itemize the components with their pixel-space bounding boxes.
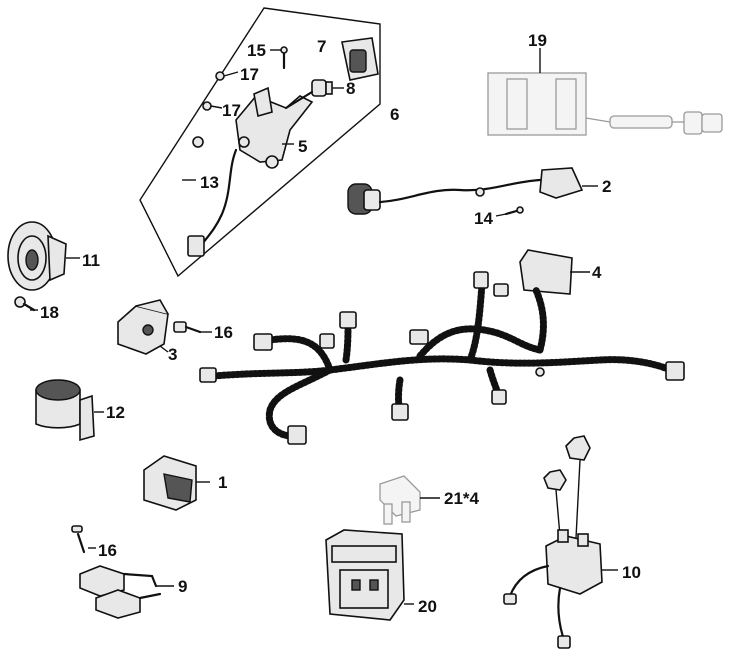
callout-13: 13 (200, 173, 219, 192)
part-5-switch-assembly (235, 86, 314, 169)
part-9-connector-pair (79, 565, 174, 619)
callout-21: 21*4 (444, 489, 480, 508)
part-16-bolt-a (173, 321, 212, 334)
callout-4: 4 (592, 263, 602, 282)
callout-11: 11 (82, 251, 100, 270)
part-11-horn (7, 221, 80, 291)
callout-14: 14 (474, 209, 493, 228)
part-7-connector (341, 37, 379, 81)
callout-6: 6 (390, 105, 399, 124)
callout-2: 2 (602, 177, 611, 196)
callout-20: 20 (418, 597, 437, 616)
part-20-fuse-box (325, 529, 414, 621)
callout-18: 18 (40, 303, 59, 322)
part-2-sensor (347, 167, 598, 215)
callout-10: 10 (622, 563, 641, 582)
callout-15: 15 (247, 41, 266, 60)
callout-16a: 16 (214, 323, 233, 342)
part-10-starter-relay (503, 435, 618, 649)
part-8-plug (311, 79, 344, 97)
part-1-relay (143, 455, 210, 511)
callout-19: 19 (528, 31, 547, 50)
callout-3: 3 (168, 345, 177, 364)
part-13-cable (173, 136, 238, 257)
part-19-module (487, 48, 723, 136)
part-17-bolt-a (215, 71, 239, 81)
part-16-bolt-b (71, 525, 96, 554)
part-15-screw (270, 46, 288, 70)
callout-12: 12 (106, 403, 125, 422)
part-12-buzzer (35, 379, 104, 442)
callout-16b: 16 (98, 541, 117, 560)
assembly-6-outline (139, 7, 381, 278)
callout-8: 8 (346, 79, 355, 98)
part-4-module (519, 249, 590, 295)
main-wiring-harness (199, 271, 685, 445)
part-3-relay (117, 299, 169, 355)
callout-7: 7 (317, 37, 326, 56)
callout-9: 9 (178, 577, 187, 596)
callout-5: 5 (298, 137, 307, 156)
callout-17b: 17 (222, 101, 241, 120)
part-14-screw (495, 206, 524, 217)
part-18-bolt (14, 296, 38, 312)
callout-1: 1 (218, 473, 227, 492)
callout-17a: 17 (240, 65, 259, 84)
part-17-bolt-b (202, 101, 223, 111)
part-21-fuse (379, 475, 440, 525)
